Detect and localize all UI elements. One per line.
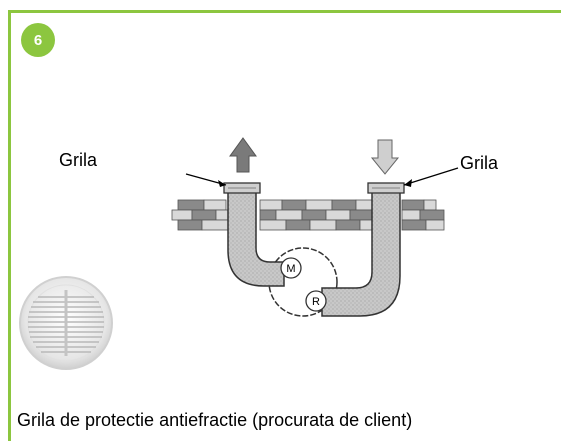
grila-pointer-right: [403, 167, 459, 186]
step-number: 6: [33, 31, 43, 49]
motor-symbol: M: [280, 257, 302, 279]
recuperator-label: R: [312, 296, 320, 308]
wall-row-bottom: [177, 219, 445, 231]
card-frame: [8, 10, 561, 441]
caption: Grila de protectie antiefractie (procura…: [17, 410, 413, 430]
step-number-badge: 6: [21, 23, 55, 57]
grila-label-right: Grila: [460, 153, 499, 173]
protective-grille-image: [19, 276, 113, 370]
intake-duct: [321, 189, 401, 317]
grila-label-left: Grila: [59, 150, 98, 170]
wall: [171, 199, 445, 231]
arrow-down-icon: [370, 139, 400, 175]
wall-row-middle: [171, 209, 445, 221]
arrow-up-icon: [229, 137, 257, 173]
motor-label: M: [286, 263, 295, 275]
recuperator-symbol: R: [305, 290, 327, 312]
